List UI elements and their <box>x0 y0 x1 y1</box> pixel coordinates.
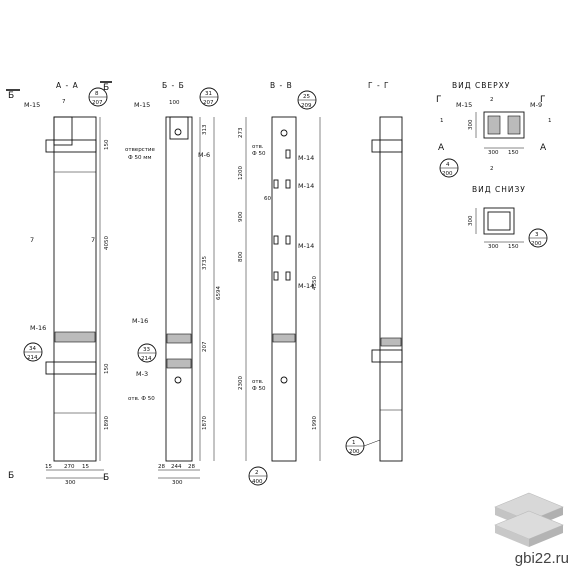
dim-1870: 1870 <box>202 416 208 430</box>
label-hole-b2-d: Ф 50 <box>252 386 266 392</box>
cut-mark-b-left: Б <box>8 91 14 101</box>
section-vv: В - В М-14 М-14 М-14 М-14 отв. Ф 50 отв.… <box>238 81 321 486</box>
dim-273: 273 <box>238 127 244 138</box>
callout-31-sub: 207 <box>203 100 214 106</box>
section-gg: Г - Г 1 200 <box>345 81 403 462</box>
dim-6594: 6594 <box>216 286 222 300</box>
dim-300-aa: 300 <box>65 480 76 486</box>
dim-244: 244 <box>171 464 182 470</box>
dim-15-left: 15 <box>45 464 52 470</box>
dim-4550: 4550 <box>312 276 318 290</box>
dim-1200: 1200 <box>238 166 244 180</box>
dim-300-bottom: 300 <box>468 215 474 226</box>
callout-2: 2 <box>255 470 259 476</box>
label-m16-bb: М-16 <box>132 317 148 325</box>
dim-28-right: 28 <box>188 464 195 470</box>
label-m15-bb: М-15 <box>134 101 150 109</box>
dim-15-right: 15 <box>82 464 89 470</box>
label-m14-1: М-14 <box>298 154 314 162</box>
callout-3-sub: 200 <box>531 241 542 247</box>
dim-800: 800 <box>238 251 244 262</box>
cut-mark-1-left: 1 <box>440 118 444 124</box>
section-aa-title: А - А <box>56 81 79 90</box>
cut-mark-a-right: А <box>540 143 547 153</box>
callout-34: 34 <box>29 346 36 352</box>
bottom-view: ВИД СНИЗУ 300 300 150 3 200 <box>468 185 548 250</box>
callout-4-sub: 200 <box>442 171 453 177</box>
callout-8-sub: 207 <box>92 100 103 106</box>
dim-100-bb: 100 <box>169 100 180 106</box>
callout-25-sub: 209 <box>301 103 312 109</box>
label-m14-2: М-14 <box>298 182 314 190</box>
dim-313: 313 <box>202 124 208 135</box>
label-m14-3: М-14 <box>298 242 314 250</box>
callout-31: 31 <box>205 91 212 97</box>
callout-34-sub: 214 <box>27 355 38 361</box>
dim-60: 60 <box>264 196 271 202</box>
dim-150-aa-2: 150 <box>104 363 110 374</box>
callout-8: 8 <box>95 91 99 97</box>
cut-mark-a-left: А <box>438 143 445 153</box>
label-m9: М-9 <box>530 101 542 109</box>
callout-25: 25 <box>303 94 310 100</box>
dim-270: 270 <box>64 464 75 470</box>
dim-900: 900 <box>238 211 244 222</box>
label-m15-top: М-15 <box>456 101 472 109</box>
callout-1-sub: 200 <box>349 449 360 455</box>
cut-mark-g-right: Г <box>540 95 546 105</box>
section-bb: Б - Б М-15 отверстие Ф 50 мм М-6 М-16 М-… <box>125 81 222 486</box>
cut-mark-2-bottom: 2 <box>490 166 494 172</box>
label-hole-d: Ф 50 мм <box>128 155 152 161</box>
label-7-left: 7 <box>30 236 34 244</box>
dim-300-top: 300 <box>468 119 474 130</box>
callout-2-sub: 400 <box>252 479 263 485</box>
dim-4050: 4050 <box>104 236 110 250</box>
dim-aa-top: 7 <box>62 99 66 105</box>
label-hole-b2: отв. <box>252 379 264 385</box>
dim-150-aa: 150 <box>104 139 110 150</box>
cut-mark-g-left: Г <box>436 95 442 105</box>
dim-3735: 3735 <box>202 256 208 270</box>
callout-4: 4 <box>446 162 450 168</box>
callout-33-sub: 214 <box>141 356 152 362</box>
callout-33: 33 <box>143 347 150 353</box>
label-hole-b: отв. <box>252 144 264 150</box>
section-bb-title: Б - Б <box>162 81 185 90</box>
label-hole-small: отв. Ф 50 <box>128 396 155 402</box>
dim-300-top-h: 300 <box>488 150 499 156</box>
bottom-view-title: ВИД СНИЗУ <box>472 185 526 194</box>
top-view-title: ВИД СВЕРХУ <box>452 81 510 90</box>
section-vv-title: В - В <box>270 81 293 90</box>
cut-mark-b-bottom-r: Б <box>103 473 109 483</box>
dim-1990: 1990 <box>312 416 318 430</box>
cut-mark-b-right: Б <box>103 83 109 93</box>
dim-28-left: 28 <box>158 464 165 470</box>
cut-mark-b-bottom: Б <box>8 471 14 481</box>
label-hole-b-d: Ф 50 <box>252 151 266 157</box>
dim-2300: 2300 <box>238 376 244 390</box>
cut-mark-1-right: 1 <box>548 118 552 124</box>
brand-text[interactable]: gbi22.ru <box>514 550 569 567</box>
label-m16-aa: М-16 <box>30 324 46 332</box>
dim-1890-aa: 1890 <box>104 416 110 430</box>
cut-mark-2-top: 2 <box>490 97 494 103</box>
label-m15-aa: М-15 <box>24 101 40 109</box>
label-hole: отверстие <box>125 147 155 153</box>
callout-3: 3 <box>535 232 539 238</box>
section-gg-title: Г - Г <box>368 81 390 90</box>
section-aa: А - А Б Б 7 7 М-15 М-16 7 4050 1890 150 … <box>6 81 112 486</box>
label-m6: М-6 <box>198 151 210 159</box>
brand-logo-icon <box>494 492 564 547</box>
dim-300-bottom-h: 300 <box>488 244 499 250</box>
dim-300-bb: 300 <box>172 480 183 486</box>
label-7-right: 7 <box>91 236 95 244</box>
callout-1: 1 <box>352 440 356 446</box>
label-m3: М-3 <box>136 370 148 378</box>
label-m14-4: М-14 <box>298 282 314 290</box>
dim-150-bottom: 150 <box>508 244 519 250</box>
dim-150-top: 150 <box>508 150 519 156</box>
top-view: ВИД СВЕРХУ Г Г 2 М-15 М-9 300 300 150 А … <box>436 81 552 178</box>
dim-207: 207 <box>202 341 208 352</box>
